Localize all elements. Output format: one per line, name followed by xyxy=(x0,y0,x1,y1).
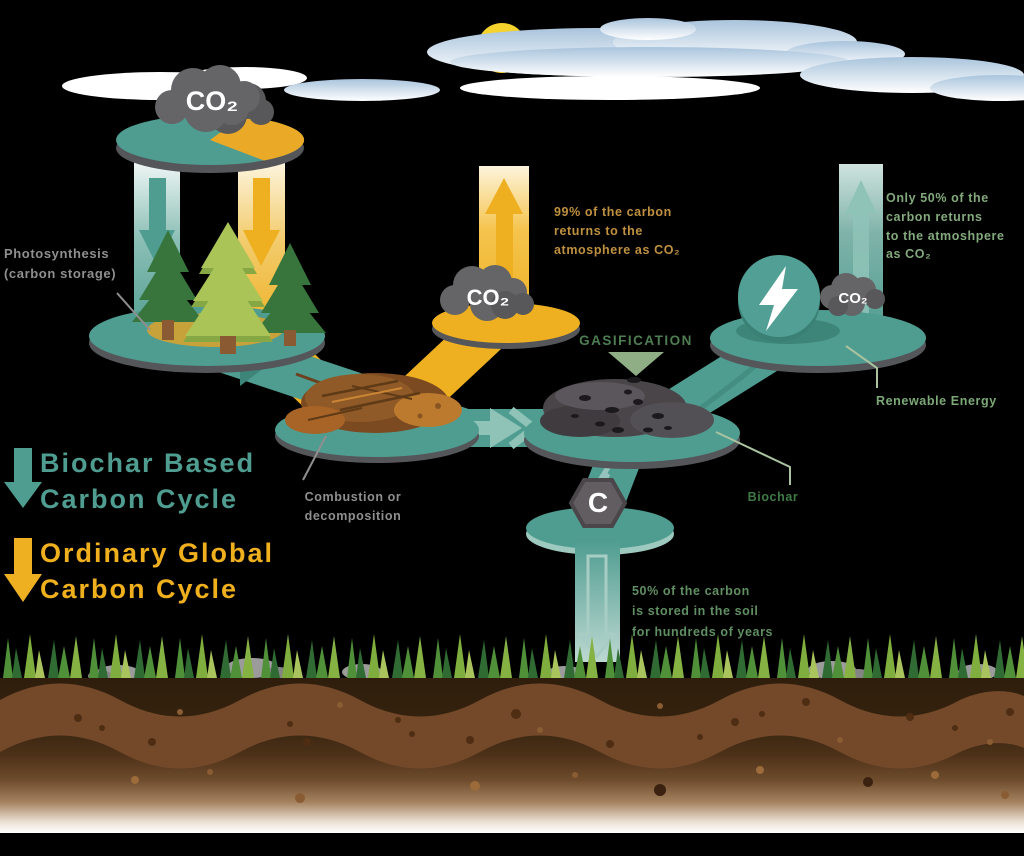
lightning-circle-icon xyxy=(738,255,820,342)
photosynthesis-label: Photosynthesis (carbon storage) xyxy=(4,246,117,281)
co2-cloud-right-icon xyxy=(820,273,885,316)
tree-icon xyxy=(183,222,273,354)
lightning-crack-icon xyxy=(686,350,774,420)
tree-icon xyxy=(132,230,204,340)
co2-label-top: CO₂ xyxy=(185,86,239,116)
up-arrow-icon xyxy=(485,178,523,214)
gasification-label: GASIFICATION xyxy=(579,333,693,348)
gasification-triangle-icon xyxy=(608,352,664,376)
soil-pebbles xyxy=(131,766,1009,803)
renewable-energy-label: Renewable Energy xyxy=(876,394,997,408)
co2-label-mid: CO₂ xyxy=(466,285,510,310)
down-arrow-icon xyxy=(243,230,280,266)
combustion-label: Combustion or decomposition xyxy=(304,490,402,523)
co2-cloud-mid-icon xyxy=(440,265,534,321)
only50-label: Only 50% of the carbon returns to the at… xyxy=(886,191,1005,262)
atmosphere-disc xyxy=(116,115,305,173)
legend-teal-arrow-icon xyxy=(4,448,42,508)
carbon-symbol-label: C xyxy=(587,487,609,518)
soil-layers xyxy=(0,678,1024,833)
co2-disc xyxy=(432,303,580,349)
sky-clouds xyxy=(62,18,1024,101)
co2-cloud-top-icon xyxy=(155,65,274,134)
legend-biochar-label: Biochar Based Carbon Cycle xyxy=(40,448,256,514)
tree-icon xyxy=(254,243,326,346)
up-arrow-icon xyxy=(845,180,877,214)
biochar-label: Biochar xyxy=(747,490,799,504)
legend-ordinary-label: Ordinary Global Carbon Cycle xyxy=(40,538,275,604)
grass-strip xyxy=(0,634,1024,678)
stored50-label: 50% of the carbon is stored in the soil … xyxy=(632,584,774,639)
biochar-mound xyxy=(540,377,714,438)
connector-lines xyxy=(116,292,878,485)
biomass-mound xyxy=(285,372,462,434)
legend-yellow-arrow-icon xyxy=(4,538,42,602)
co2-label-right: CO₂ xyxy=(838,290,868,307)
returns99-label: 99% of the carbon returns to the atmosph… xyxy=(554,205,681,257)
carbon-hexagon-icon xyxy=(568,478,628,528)
